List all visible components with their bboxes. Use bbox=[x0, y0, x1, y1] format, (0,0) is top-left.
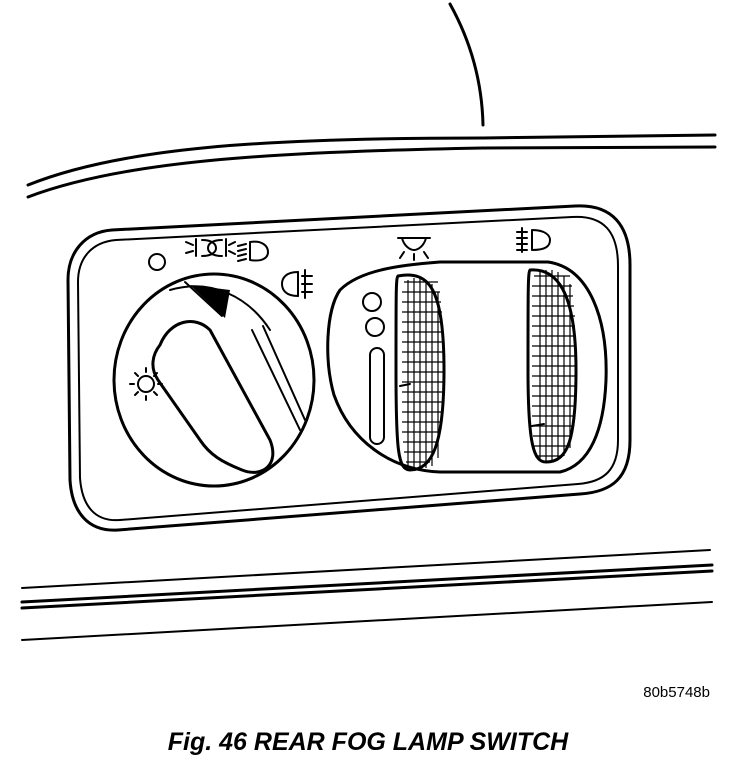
rear-fog-lamp-switch-illustration bbox=[20, 2, 717, 641]
headlamp-icon bbox=[237, 240, 269, 262]
knob-grip[interactable] bbox=[151, 320, 306, 474]
rear-fog-lamp-icon bbox=[281, 269, 313, 299]
upper-dash-edge bbox=[26, 2, 717, 199]
dome-lamp-icon bbox=[397, 237, 431, 261]
lower-dash-trim bbox=[20, 549, 714, 641]
dome-lamp-thumbwheel[interactable] bbox=[394, 273, 446, 472]
dimmer-panel bbox=[326, 260, 608, 474]
panel-lamp-icon bbox=[516, 227, 551, 253]
interior-lamp-icon bbox=[129, 367, 163, 401]
off-symbol-icon bbox=[148, 253, 166, 271]
switch-bezel bbox=[66, 204, 632, 532]
figure-reference-code: 80b5748b bbox=[643, 684, 710, 701]
figure-caption: Fig. 46 REAR FOG LAMP SWITCH bbox=[167, 728, 569, 756]
headlamp-switch-knob[interactable] bbox=[112, 272, 316, 488]
parking-lamp-icon bbox=[185, 238, 236, 257]
panel-lamp-thumbwheel[interactable] bbox=[526, 268, 578, 464]
